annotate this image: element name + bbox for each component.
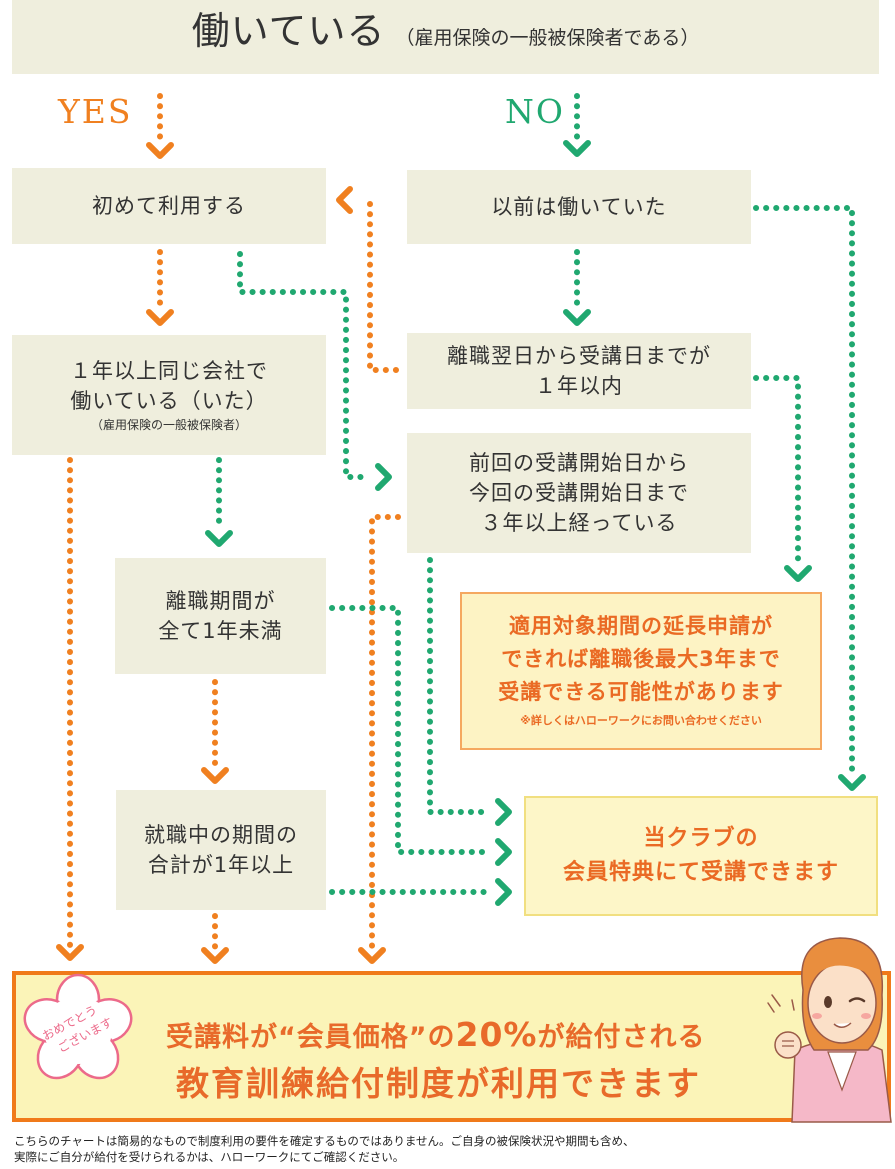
box-previously-worked: 以前は働いていた xyxy=(407,170,751,244)
arrow-all-under-to-club xyxy=(495,838,512,866)
box-within-one-year: 離職翌日から受講日までが １年以内 xyxy=(407,333,751,409)
result-line1-a: 受講料が“会員価格”の xyxy=(166,1022,456,1053)
disclaimer: こちらのチャートは簡易的なもので制度利用の要件を確定するものではありません。ご自… xyxy=(14,1133,884,1165)
top-question-box: 働いている （雇用保険の一般被保険者である） xyxy=(12,0,879,74)
arrow-three-years-to-result xyxy=(358,947,386,964)
connector-within-to-extension xyxy=(753,375,801,568)
box-extension-line2: できれば離職後最大3年まで xyxy=(501,646,781,671)
connector-first-to-three-years xyxy=(237,251,369,480)
box-three-years-line3: ３年以上経っている xyxy=(480,511,678,535)
box-three-years: 前回の受講開始日から 今回の受講開始日まで ３年以上経っている xyxy=(407,433,751,553)
arrow-all-under-to-total xyxy=(201,767,229,784)
connector-all-under-to-club xyxy=(329,605,491,855)
no-label: NO xyxy=(505,92,565,131)
arrow-yes-start xyxy=(146,142,174,159)
arrow-previously-to-club xyxy=(838,774,866,791)
arrow-company-to-all-under xyxy=(205,530,233,547)
box-first-use-text: 初めて利用する xyxy=(92,194,246,218)
box-same-company: １年以上同じ会社で 働いている（いた） （雇用保険の一般被保険者） xyxy=(12,335,326,455)
box-first-use: 初めて利用する xyxy=(12,168,326,244)
box-extension-line3: 受講できる可能性があります xyxy=(498,679,784,704)
arrow-within-to-extension xyxy=(784,565,812,582)
arrow-three-years-to-club xyxy=(495,798,512,826)
disclaimer-line1: こちらのチャートは簡易的なもので制度利用の要件を確定するものではありません。ご自… xyxy=(14,1134,635,1148)
arrow-no-start xyxy=(563,140,591,157)
arrow-company-to-result xyxy=(56,944,84,961)
box-total-over-one-line1: 就職中の期間の xyxy=(144,823,298,847)
box-previously-worked-text: 以前は働いていた xyxy=(491,195,667,219)
yes-label: YES xyxy=(58,92,133,131)
congrats-badge-icon: おめでとう ございます xyxy=(23,973,133,1080)
arrow-withinyear-to-first xyxy=(336,186,353,214)
box-same-company-line2: 働いている（いた） xyxy=(70,389,268,413)
top-question-main: 働いている xyxy=(191,9,386,53)
disclaimer-line2: 実際にご自分が給付を受けられるかは、ハローワークにてご確認ください。 xyxy=(14,1150,405,1164)
result-line1-b: が給付される xyxy=(537,1022,706,1053)
box-three-years-line2: 今回の受講開始日まで xyxy=(469,481,689,505)
box-within-one-year-line1: 離職翌日から受講日までが xyxy=(447,344,711,368)
result-box: 受講料が“会員価格”の20%が給付される 教育訓練給付制度が利用できます xyxy=(12,971,891,1122)
box-within-one-year-line2: １年以内 xyxy=(535,374,623,398)
connector-three-years-to-result xyxy=(369,514,401,951)
box-extension-note: ※詳しくはハローワークにお問い合わせください xyxy=(520,713,762,727)
box-club-benefit: 当クラブの 会員特典にて受講できます xyxy=(524,796,878,916)
box-same-company-line1: １年以上同じ会社で xyxy=(70,359,268,383)
arrow-previously-to-within xyxy=(563,309,591,326)
arrow-total-to-result xyxy=(201,947,229,964)
box-all-under-one-line1: 離職期間が xyxy=(165,589,276,613)
box-club-line1: 当クラブの xyxy=(643,826,759,851)
box-club-line2: 会員特典にて受講できます xyxy=(562,860,839,885)
result-percent: 20% xyxy=(455,1015,538,1054)
top-question-sub: （雇用保険の一般被保険者である） xyxy=(395,27,700,49)
connector-previously-to-club xyxy=(753,205,855,778)
box-extension-notice: 適用対象期間の延長申請が できれば離職後最大3年まで 受講できる可能性があります… xyxy=(460,592,822,750)
arrow-first-to-company xyxy=(146,309,174,326)
box-all-under-one-year: 離職期間が 全て1年未満 xyxy=(115,558,326,674)
box-total-over-one-line2: 合計が1年以上 xyxy=(147,853,295,877)
arrow-first-to-three-years xyxy=(375,463,392,491)
box-same-company-note: （雇用保険の一般被保険者） xyxy=(90,418,247,432)
box-extension-line1: 適用対象期間の延長申請が xyxy=(509,613,773,638)
arrow-total-to-club xyxy=(495,878,512,906)
result-line1: 受講料が“会員価格”の20%が給付される xyxy=(166,1015,706,1054)
connector-withinyear-to-first xyxy=(367,195,399,373)
box-all-under-one-line2: 全て1年未満 xyxy=(158,619,283,643)
connector-three-years-to-club xyxy=(427,557,491,815)
result-line2: 教育訓練給付制度が利用できます xyxy=(176,1064,701,1103)
box-total-over-one-year: 就職中の期間の 合計が1年以上 xyxy=(116,790,326,910)
woman-character-icon xyxy=(767,937,892,1123)
box-three-years-line1: 前回の受講開始日から xyxy=(469,451,689,475)
